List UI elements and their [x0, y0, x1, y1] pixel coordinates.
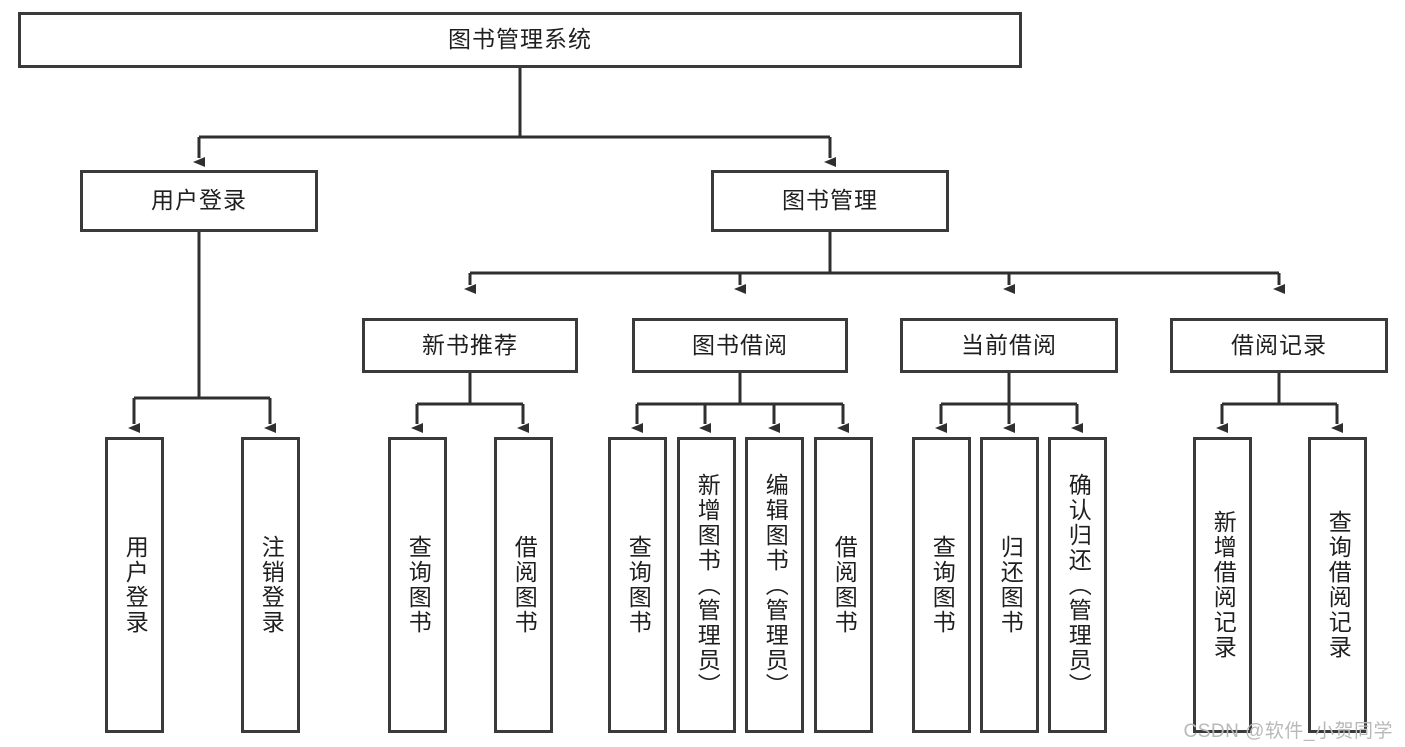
node-label: 查询图书 [405, 535, 432, 635]
node-leaf-query-book-borrow[interactable]: 查询图书 [608, 437, 667, 733]
node-label: 确认归还（管理员） [1065, 472, 1092, 698]
node-leaf-add-book-admin[interactable]: 新增图书（管理员） [677, 437, 736, 733]
node-label: 查询图书 [929, 535, 956, 635]
node-current-borrow[interactable]: 当前借阅 [900, 318, 1118, 373]
watermark: CSDN @软件_小贺同学 [1183, 721, 1393, 742]
node-book-borrow[interactable]: 图书借阅 [632, 318, 848, 373]
node-label: 查询图书 [625, 535, 652, 635]
node-root-book-management-system[interactable]: 图书管理系统 [18, 12, 1022, 68]
node-label: 当前借阅 [961, 331, 1057, 358]
node-leaf-confirm-return-admin[interactable]: 确认归还（管理员） [1048, 437, 1107, 733]
node-label: 图书管理系统 [448, 26, 592, 53]
node-label: 图书管理 [782, 187, 878, 214]
node-leaf-query-book-current[interactable]: 查询图书 [912, 437, 971, 733]
node-leaf-add-borrow-record[interactable]: 新增借阅记录 [1193, 437, 1252, 733]
node-user-login[interactable]: 用户登录 [80, 170, 318, 232]
node-label: 新增图书（管理员） [694, 472, 721, 698]
node-borrow-record[interactable]: 借阅记录 [1170, 318, 1388, 373]
node-leaf-user-logout[interactable]: 注销登录 [241, 437, 300, 733]
node-label: 用户登录 [151, 187, 247, 214]
node-label: 新增借阅记录 [1210, 510, 1237, 660]
node-label: 用户登录 [122, 535, 149, 635]
node-leaf-borrow-book-recommend[interactable]: 借阅图书 [494, 437, 553, 733]
node-label: 新书推荐 [422, 331, 518, 358]
node-leaf-query-borrow-record[interactable]: 查询借阅记录 [1308, 437, 1367, 733]
node-label: 借阅图书 [831, 535, 858, 635]
node-label: 借阅记录 [1231, 331, 1327, 358]
node-label: 注销登录 [258, 535, 285, 635]
node-new-book-recommend[interactable]: 新书推荐 [362, 318, 578, 373]
node-label: 查询借阅记录 [1325, 510, 1352, 660]
node-leaf-borrow-book[interactable]: 借阅图书 [814, 437, 873, 733]
node-label: 借阅图书 [511, 535, 538, 635]
node-label: 图书借阅 [692, 331, 788, 358]
node-label: 编辑图书（管理员） [762, 472, 789, 698]
node-leaf-user-login[interactable]: 用户登录 [105, 437, 164, 733]
node-label: 归还图书 [997, 535, 1024, 635]
node-leaf-return-book[interactable]: 归还图书 [980, 437, 1039, 733]
node-leaf-edit-book-admin[interactable]: 编辑图书（管理员） [745, 437, 804, 733]
node-leaf-query-book-recommend[interactable]: 查询图书 [388, 437, 447, 733]
node-book-management[interactable]: 图书管理 [711, 170, 949, 232]
